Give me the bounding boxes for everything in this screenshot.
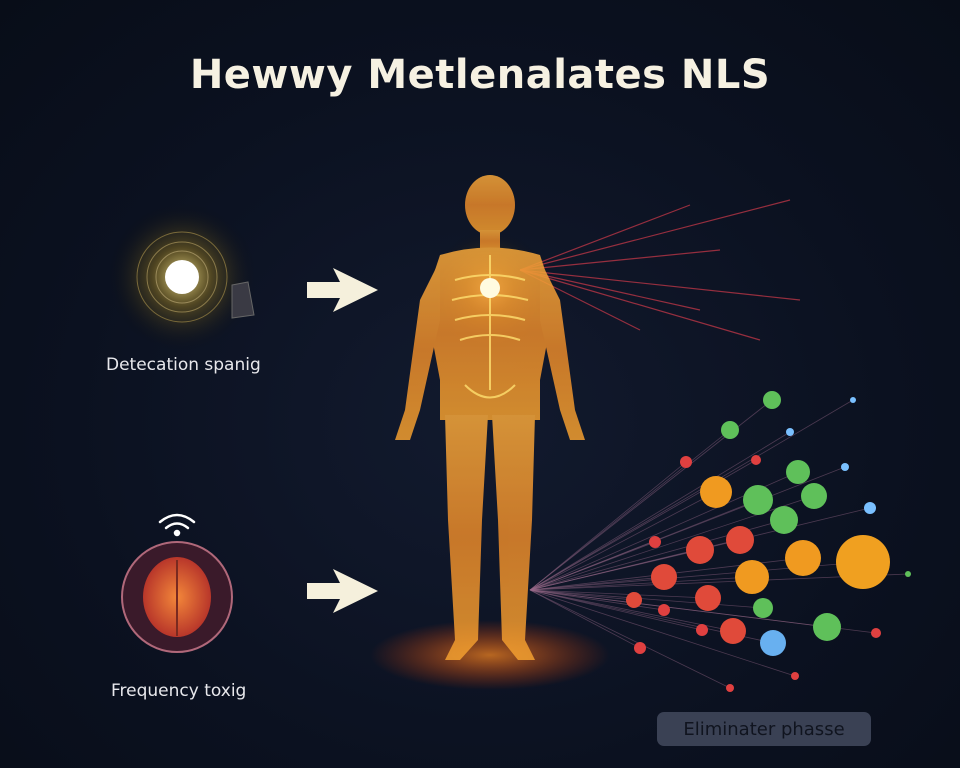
particle-trail: [529, 461, 687, 591]
toxin-particle: [735, 560, 769, 594]
toxin-particle: [836, 535, 890, 589]
particle-trail: [529, 589, 635, 601]
particle-trail: [529, 491, 717, 591]
toxin-particle: [791, 672, 799, 680]
toxin-particle: [651, 564, 677, 590]
toxin-particle: [871, 628, 881, 638]
particle-trail: [529, 429, 731, 591]
particle-trail: [529, 499, 759, 591]
step-label-detection: Detecation spanig: [106, 355, 261, 375]
toxin-particle: [726, 526, 754, 554]
ray-line: [519, 269, 701, 311]
particle-trail: [529, 589, 709, 599]
particle-trail: [529, 541, 656, 591]
toxin-particle: [634, 642, 646, 654]
toxin-particle: [695, 585, 721, 611]
particle-trail: [529, 589, 665, 611]
toxin-particle: [864, 502, 876, 514]
ray-line: [519, 249, 721, 271]
toxin-particle: [786, 460, 810, 484]
page-title: Hewwy Metlenalates NLS: [189, 52, 771, 98]
arrow-icon: [307, 268, 378, 312]
toxin-particle: [649, 536, 661, 548]
toxin-particle: [763, 391, 781, 409]
toxin-particle: [696, 624, 708, 636]
toxin-particle: [786, 428, 794, 436]
toxin-particle: [753, 598, 773, 618]
toxin-particle: [751, 455, 761, 465]
toxin-particle: [770, 506, 798, 534]
toxin-particle: [700, 476, 732, 508]
particle-trail: [529, 589, 764, 609]
toxin-particle: [760, 630, 786, 656]
toxin-particle: [841, 463, 849, 471]
toxin-particle: [680, 456, 692, 468]
toxin-particle: [686, 536, 714, 564]
particle-trail: [529, 549, 701, 591]
wifi-icon: [158, 513, 196, 537]
scanner-icon: [107, 202, 257, 352]
particle-trail: [529, 399, 854, 591]
particle-trail: [529, 576, 753, 591]
particle-trail: [529, 589, 641, 649]
particle-trail: [529, 589, 796, 677]
toxin-particles: [529, 391, 911, 692]
toxin-particle: [801, 483, 827, 509]
toxin-particle: [785, 540, 821, 576]
brain-icon: [121, 541, 233, 653]
particle-trail: [529, 589, 828, 628]
step-label-frequency: Frequency toxig: [111, 681, 247, 701]
ray-line: [519, 204, 691, 271]
ray-line: [519, 269, 801, 301]
particle-trail: [529, 589, 731, 689]
toxin-particle: [850, 397, 856, 403]
toxin-particle: [626, 592, 642, 608]
particle-trail: [529, 589, 734, 632]
toxin-particle: [658, 604, 670, 616]
toxin-particle: [726, 684, 734, 692]
arrow-icon: [307, 569, 378, 613]
toxin-particle: [813, 613, 841, 641]
toxin-particle: [905, 571, 911, 577]
ray-line: [519, 199, 791, 271]
elimination-phase-badge: Eliminater phasse: [657, 712, 871, 746]
particle-trail: [529, 576, 665, 591]
particle-trail: [529, 431, 791, 591]
toxin-particle: [720, 618, 746, 644]
toxin-particle: [721, 421, 739, 439]
energy-rays: [519, 199, 801, 341]
particle-trail: [529, 466, 846, 591]
toxin-particle: [743, 485, 773, 515]
ray-line: [519, 269, 761, 341]
human-figure: [370, 175, 610, 690]
particle-trail: [529, 589, 703, 631]
